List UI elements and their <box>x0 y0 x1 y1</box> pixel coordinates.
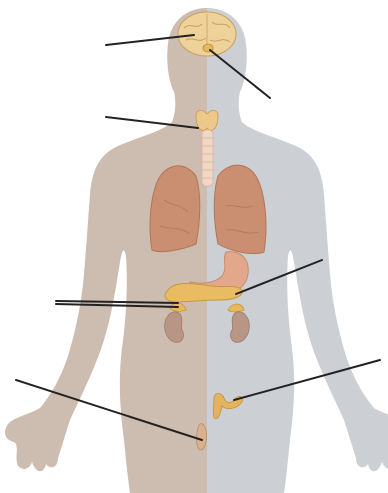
body-silhouette <box>5 8 388 493</box>
trachea <box>202 130 213 186</box>
testis <box>197 424 207 450</box>
pancreas <box>165 284 242 303</box>
body-left-half <box>5 8 388 493</box>
